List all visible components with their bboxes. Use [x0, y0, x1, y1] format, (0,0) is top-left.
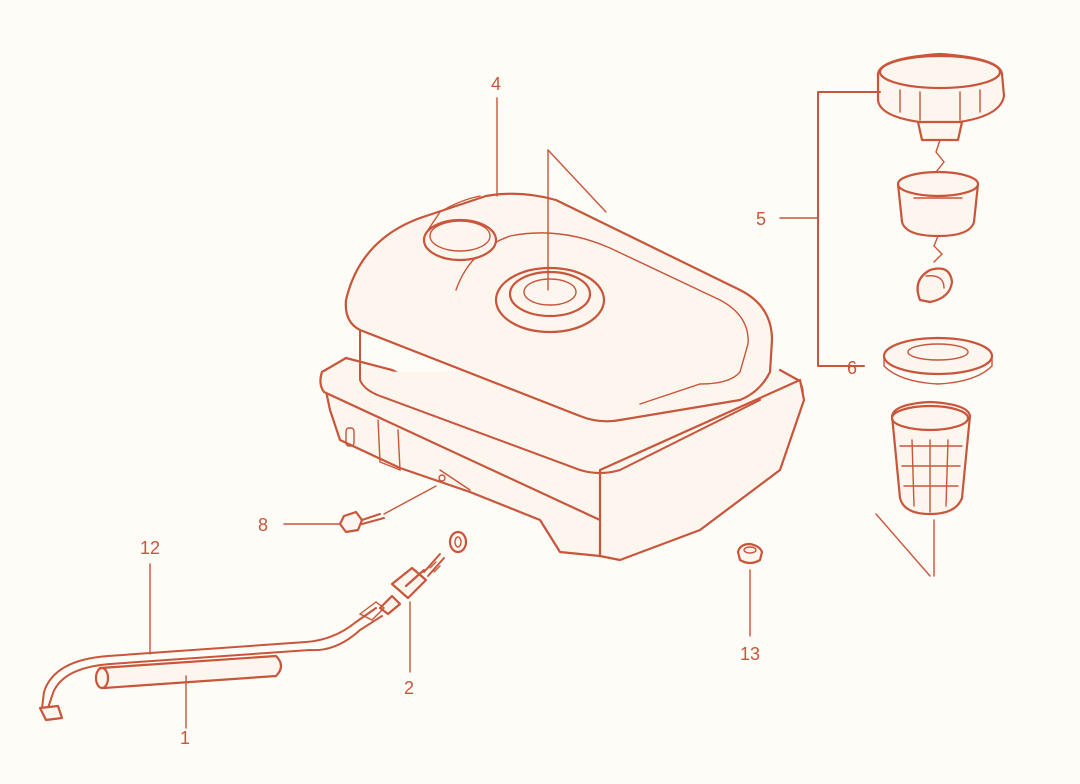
- filler-gasket: [882, 336, 994, 385]
- fuel-hose: [38, 563, 386, 729]
- fuel-cock-2: [378, 530, 468, 673]
- callout-1: 1: [180, 728, 190, 748]
- callout-4: 4: [491, 74, 501, 94]
- fuel-cap-assembly: [779, 52, 1006, 367]
- drain-plug-13: [736, 542, 764, 637]
- callout-5: 5: [756, 209, 766, 229]
- fuel-strainer: [875, 400, 972, 577]
- callout-13: 13: [740, 644, 760, 664]
- callout-8: 8: [258, 515, 268, 535]
- callout-2: 2: [404, 678, 414, 698]
- callout-6: 6: [847, 358, 857, 378]
- bolt-8: [283, 485, 437, 534]
- fuel-tank: [319, 97, 806, 562]
- callout-12: 12: [140, 538, 160, 558]
